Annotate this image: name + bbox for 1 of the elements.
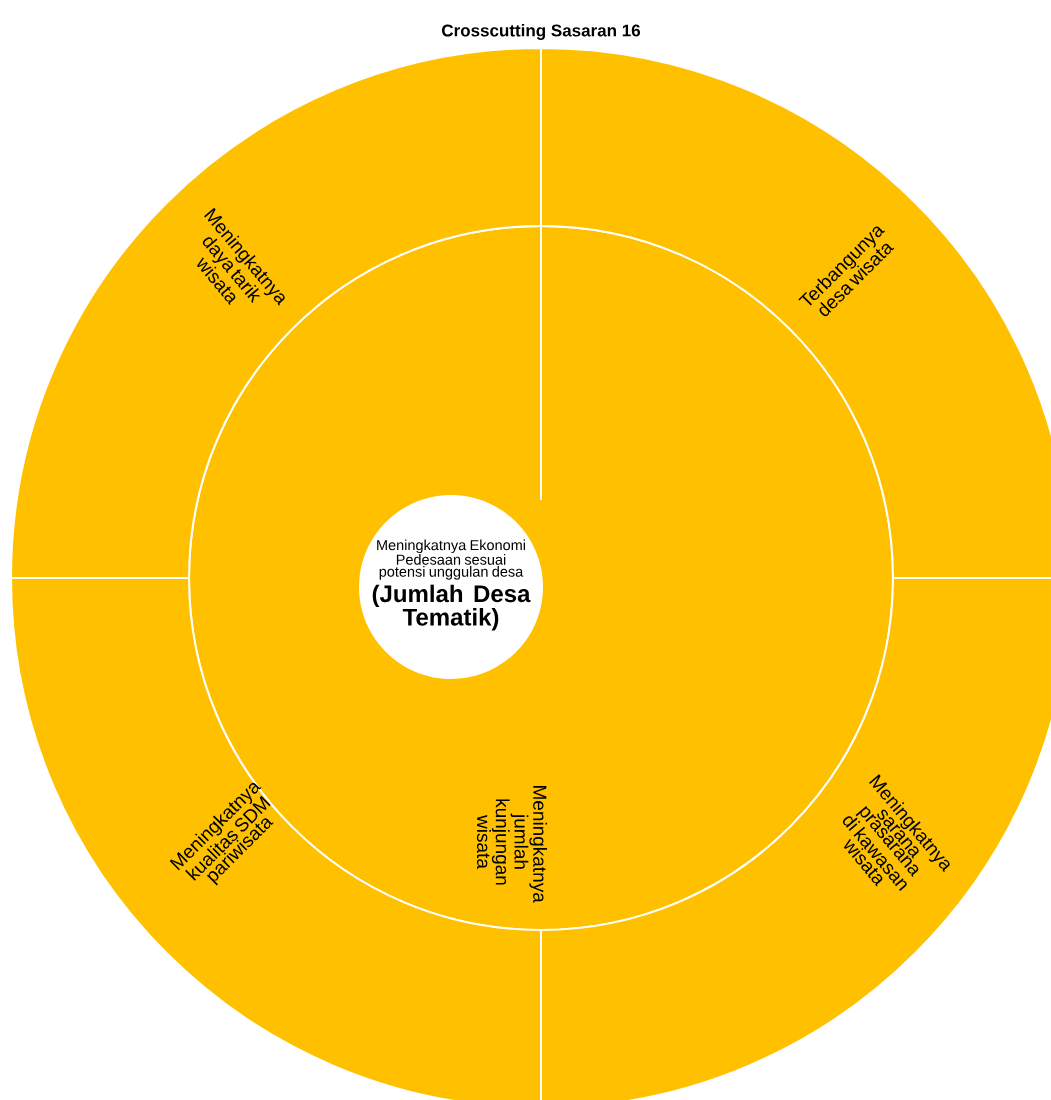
title: Crosscutting Sasaran 16: [442, 24, 641, 40]
